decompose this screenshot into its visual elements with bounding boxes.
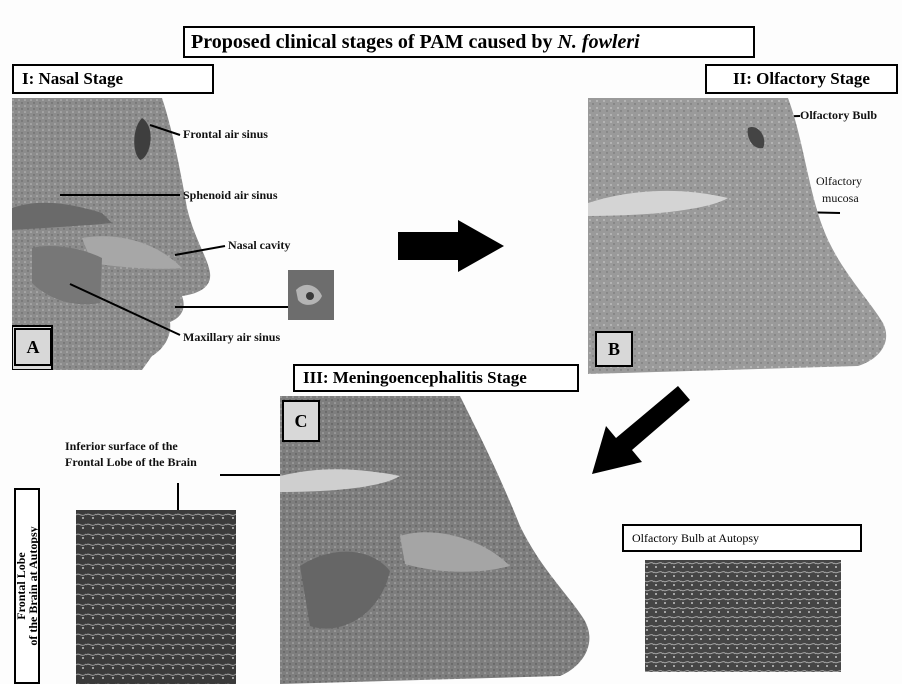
label-maxillary-air-sinus: Maxillary air sinus (183, 331, 280, 345)
panel-b-olfactory-anatomy (588, 98, 902, 374)
label-frontal-air-sinus: Frontal air sinus (183, 128, 268, 142)
frontal-lobe-autopsy-image (76, 510, 236, 684)
panel-b-letter: B (595, 331, 633, 367)
panel-c-letter: C (282, 400, 320, 442)
panel-c-meningo-anatomy (280, 396, 605, 684)
label-olfactory-bulb: Olfactory Bulb (800, 109, 877, 123)
label-inferior-surface-line2: Frontal Lobe of the Brain (65, 456, 197, 470)
label-olfactory-mucosa-line2: mucosa (822, 192, 859, 206)
arrow-nasal-to-olfactory (398, 220, 508, 272)
frontal-lobe-texture (76, 510, 236, 684)
panel-a-inset-amoeba-image (288, 270, 334, 320)
frontal-lobe-autopsy-caption: Frontal Lobe of the Brain at Autopsy (14, 488, 40, 684)
frontal-lobe-caption-line2: of the Brain at Autopsy (27, 526, 39, 645)
label-sphenoid-air-sinus: Sphenoid air sinus (183, 189, 278, 203)
panel-b-illustration (588, 98, 902, 374)
label-inferior-surface-line1: Inferior surface of the (65, 440, 178, 454)
label-nasal-cavity: Nasal cavity (228, 239, 290, 253)
panel-c-illustration (280, 396, 605, 684)
olfactory-bulb-texture (645, 560, 841, 672)
arrow-olfactory-to-meningo (592, 386, 692, 476)
olfactory-bulb-autopsy-caption: Olfactory Bulb at Autopsy (622, 524, 862, 552)
inset-amoeba-svg (288, 270, 334, 320)
olfactory-bulb-autopsy-image (645, 560, 841, 672)
label-olfactory-mucosa-line1: Olfactory (816, 175, 862, 189)
